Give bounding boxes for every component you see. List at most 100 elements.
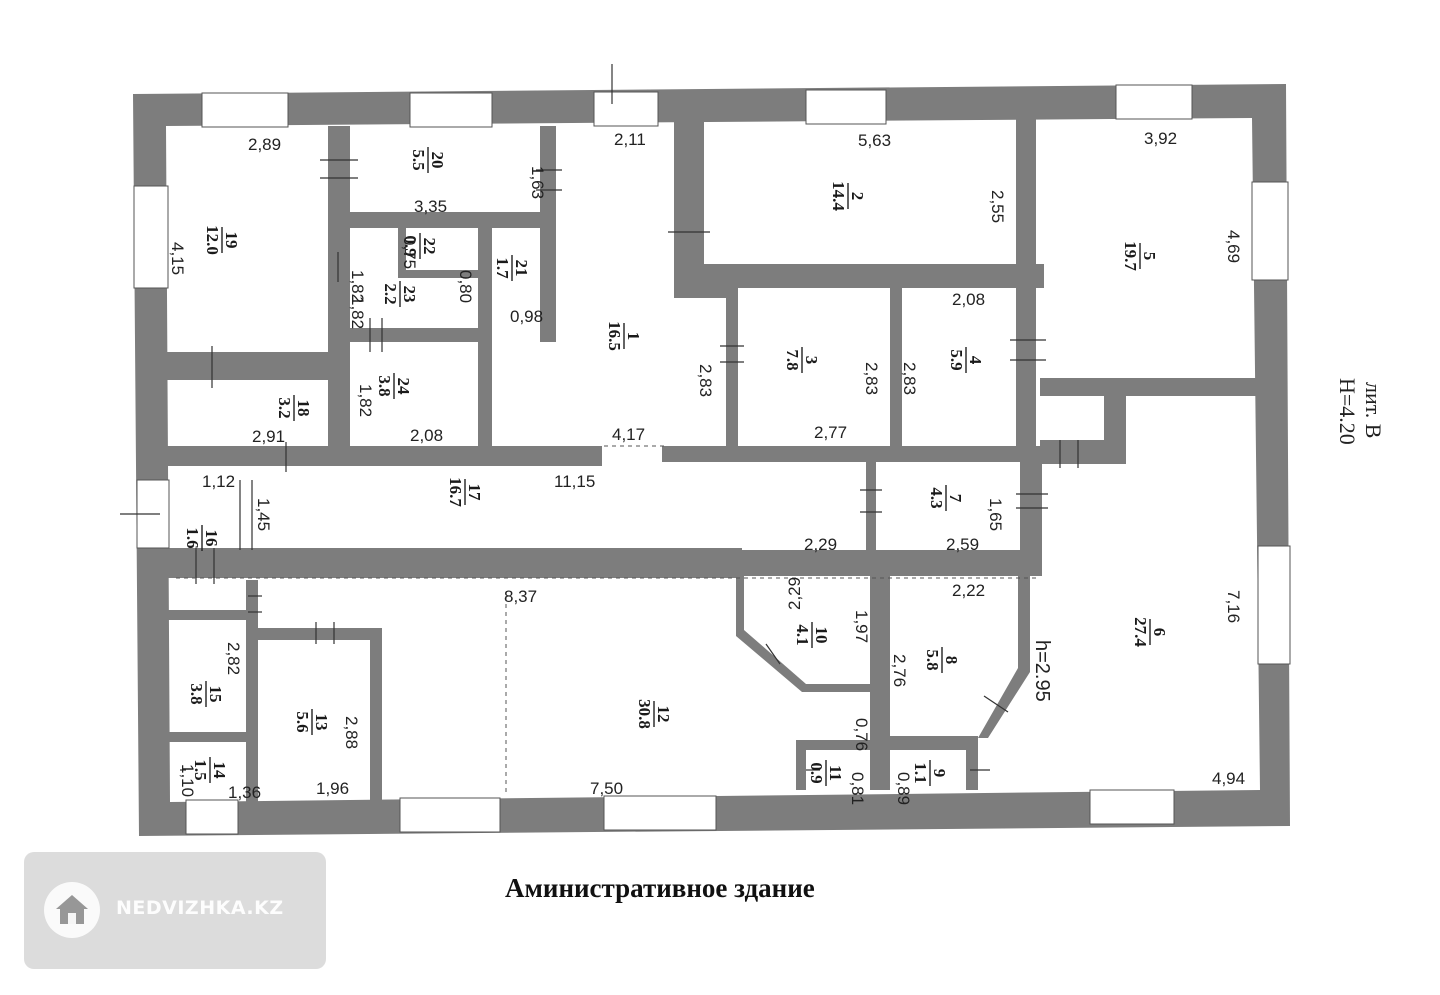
room-area: 27.4 — [1131, 617, 1150, 647]
room-area: 16.5 — [605, 321, 624, 351]
dimension-label: 0,80 — [456, 270, 475, 303]
room-area: 4.1 — [793, 624, 812, 645]
dimension-labels: 2,894,151,822,913,351,630,750,801,820,98… — [168, 129, 1245, 805]
room-number: 15 — [206, 686, 225, 703]
room-area: 7.8 — [783, 349, 802, 370]
dimension-label: 2,89 — [248, 135, 281, 154]
dimension-label: 2,83 — [696, 364, 715, 397]
dimension-label: 2,29 — [785, 577, 804, 610]
side-note-line2: H=4.20 — [1335, 378, 1360, 445]
room-number: 18 — [294, 400, 313, 417]
room-number: 24 — [394, 378, 413, 396]
dimension-label: 2,76 — [890, 654, 909, 687]
room-area: 1.5 — [191, 759, 210, 780]
room-labels: 1912.0205.5220.9211.7232.2183.2243.8116.… — [183, 147, 1169, 786]
dimension-label: 1,63 — [528, 166, 547, 199]
dimension-label: 0,89 — [894, 772, 913, 805]
room-label-8: 85.8 — [923, 647, 961, 673]
room-label-20: 205.5 — [409, 147, 447, 173]
room-area: 19.7 — [1121, 241, 1140, 271]
side-note-line1: лит. В — [1361, 382, 1386, 438]
room-area: 5.6 — [293, 711, 312, 732]
room-number: 12 — [654, 706, 673, 723]
room-number: 19 — [222, 232, 241, 249]
dimension-label: 4,94 — [1212, 769, 1245, 788]
room-label-1: 116.5 — [605, 321, 643, 351]
dimension-label: 1,82 — [356, 384, 375, 417]
dimension-label: 2,29 — [804, 535, 837, 554]
dimension-label: 2,91 — [252, 427, 285, 446]
ceiling-height-note: h=2.95 — [1031, 640, 1053, 702]
dimension-label: 1,65 — [986, 498, 1005, 531]
room-number: 16 — [202, 530, 221, 547]
dimension-label: 2,83 — [862, 362, 881, 395]
house-icon — [44, 882, 100, 938]
room-area: 1.1 — [911, 762, 930, 783]
room-number: 22 — [420, 238, 439, 255]
dimension-label: 2,88 — [342, 716, 361, 749]
room-label-18: 183.2 — [275, 395, 313, 421]
walls — [133, 84, 1290, 836]
room-number: 5 — [1140, 252, 1159, 261]
dimension-label: 2,77 — [814, 423, 847, 442]
dimension-label: 7,16 — [1224, 590, 1243, 623]
room-area: 0.9 — [401, 235, 420, 256]
dimension-label: 2,82 — [224, 642, 243, 675]
dimension-label: 2,22 — [952, 581, 985, 600]
room-number: 20 — [428, 152, 447, 169]
room-area: 4.3 — [927, 487, 946, 508]
room-area: 1.6 — [183, 527, 202, 548]
room-number: 17 — [465, 484, 484, 502]
dimension-label: 2,59 — [946, 535, 979, 554]
watermark: NEDVIZHKA.KZ — [24, 852, 326, 969]
dimension-label: 2,55 — [988, 190, 1007, 223]
dimension-label: 2,11 — [614, 130, 646, 149]
caption: Аминистративное здание — [505, 873, 815, 903]
room-number: 4 — [966, 356, 985, 365]
room-area: 3.8 — [187, 683, 206, 704]
room-area: 3.2 — [275, 397, 294, 418]
dimension-label: 2,08 — [410, 426, 443, 445]
room-number: 7 — [946, 494, 965, 503]
room-label-23: 232.2 — [381, 281, 419, 307]
dimension-label: 1,12 — [202, 472, 235, 491]
dimension-label: 4,15 — [168, 242, 187, 275]
room-label-3: 37.8 — [783, 347, 821, 373]
room-number: 9 — [930, 769, 949, 778]
room-label-5: 519.7 — [1121, 241, 1159, 271]
room-label-10: 104.1 — [793, 622, 831, 648]
room-number: 2 — [848, 192, 867, 201]
dimension-label: 0,98 — [510, 307, 543, 326]
dimension-label: 2,08 — [952, 290, 985, 309]
room-area: 2.2 — [381, 283, 400, 304]
room-area: 1.7 — [493, 257, 512, 279]
room-label-21: 211.7 — [493, 255, 531, 281]
room-area: 5.8 — [923, 649, 942, 670]
room-label-4: 45.9 — [947, 347, 985, 373]
dimension-label: 11,15 — [554, 472, 595, 491]
dimension-label: 2,83 — [900, 362, 919, 395]
room-number: 10 — [812, 627, 831, 644]
room-label-6: 627.4 — [1131, 617, 1169, 647]
room-area: 30.8 — [635, 699, 654, 729]
room-label-14: 141.5 — [191, 757, 229, 783]
dashed-lines — [176, 445, 1040, 796]
dimension-label: 8,37 — [504, 587, 537, 606]
doors — [120, 64, 1079, 771]
dimension-label: 1,96 — [316, 779, 349, 798]
room-area: 5.9 — [947, 349, 966, 370]
room-number: 8 — [942, 656, 961, 665]
room-number: 1 — [624, 332, 643, 341]
room-area: 16.7 — [446, 477, 465, 507]
room-number: 11 — [826, 765, 845, 781]
dimension-label: 1,97 — [852, 610, 871, 643]
watermark-text: NEDVIZHKA.KZ — [116, 897, 284, 919]
room-number: 13 — [312, 714, 331, 731]
room-label-16: 161.6 — [183, 525, 221, 551]
dimension-label: 4,69 — [1224, 230, 1243, 263]
dimension-label: 1,36 — [228, 783, 261, 802]
dimension-label: 1,82 — [348, 296, 367, 329]
